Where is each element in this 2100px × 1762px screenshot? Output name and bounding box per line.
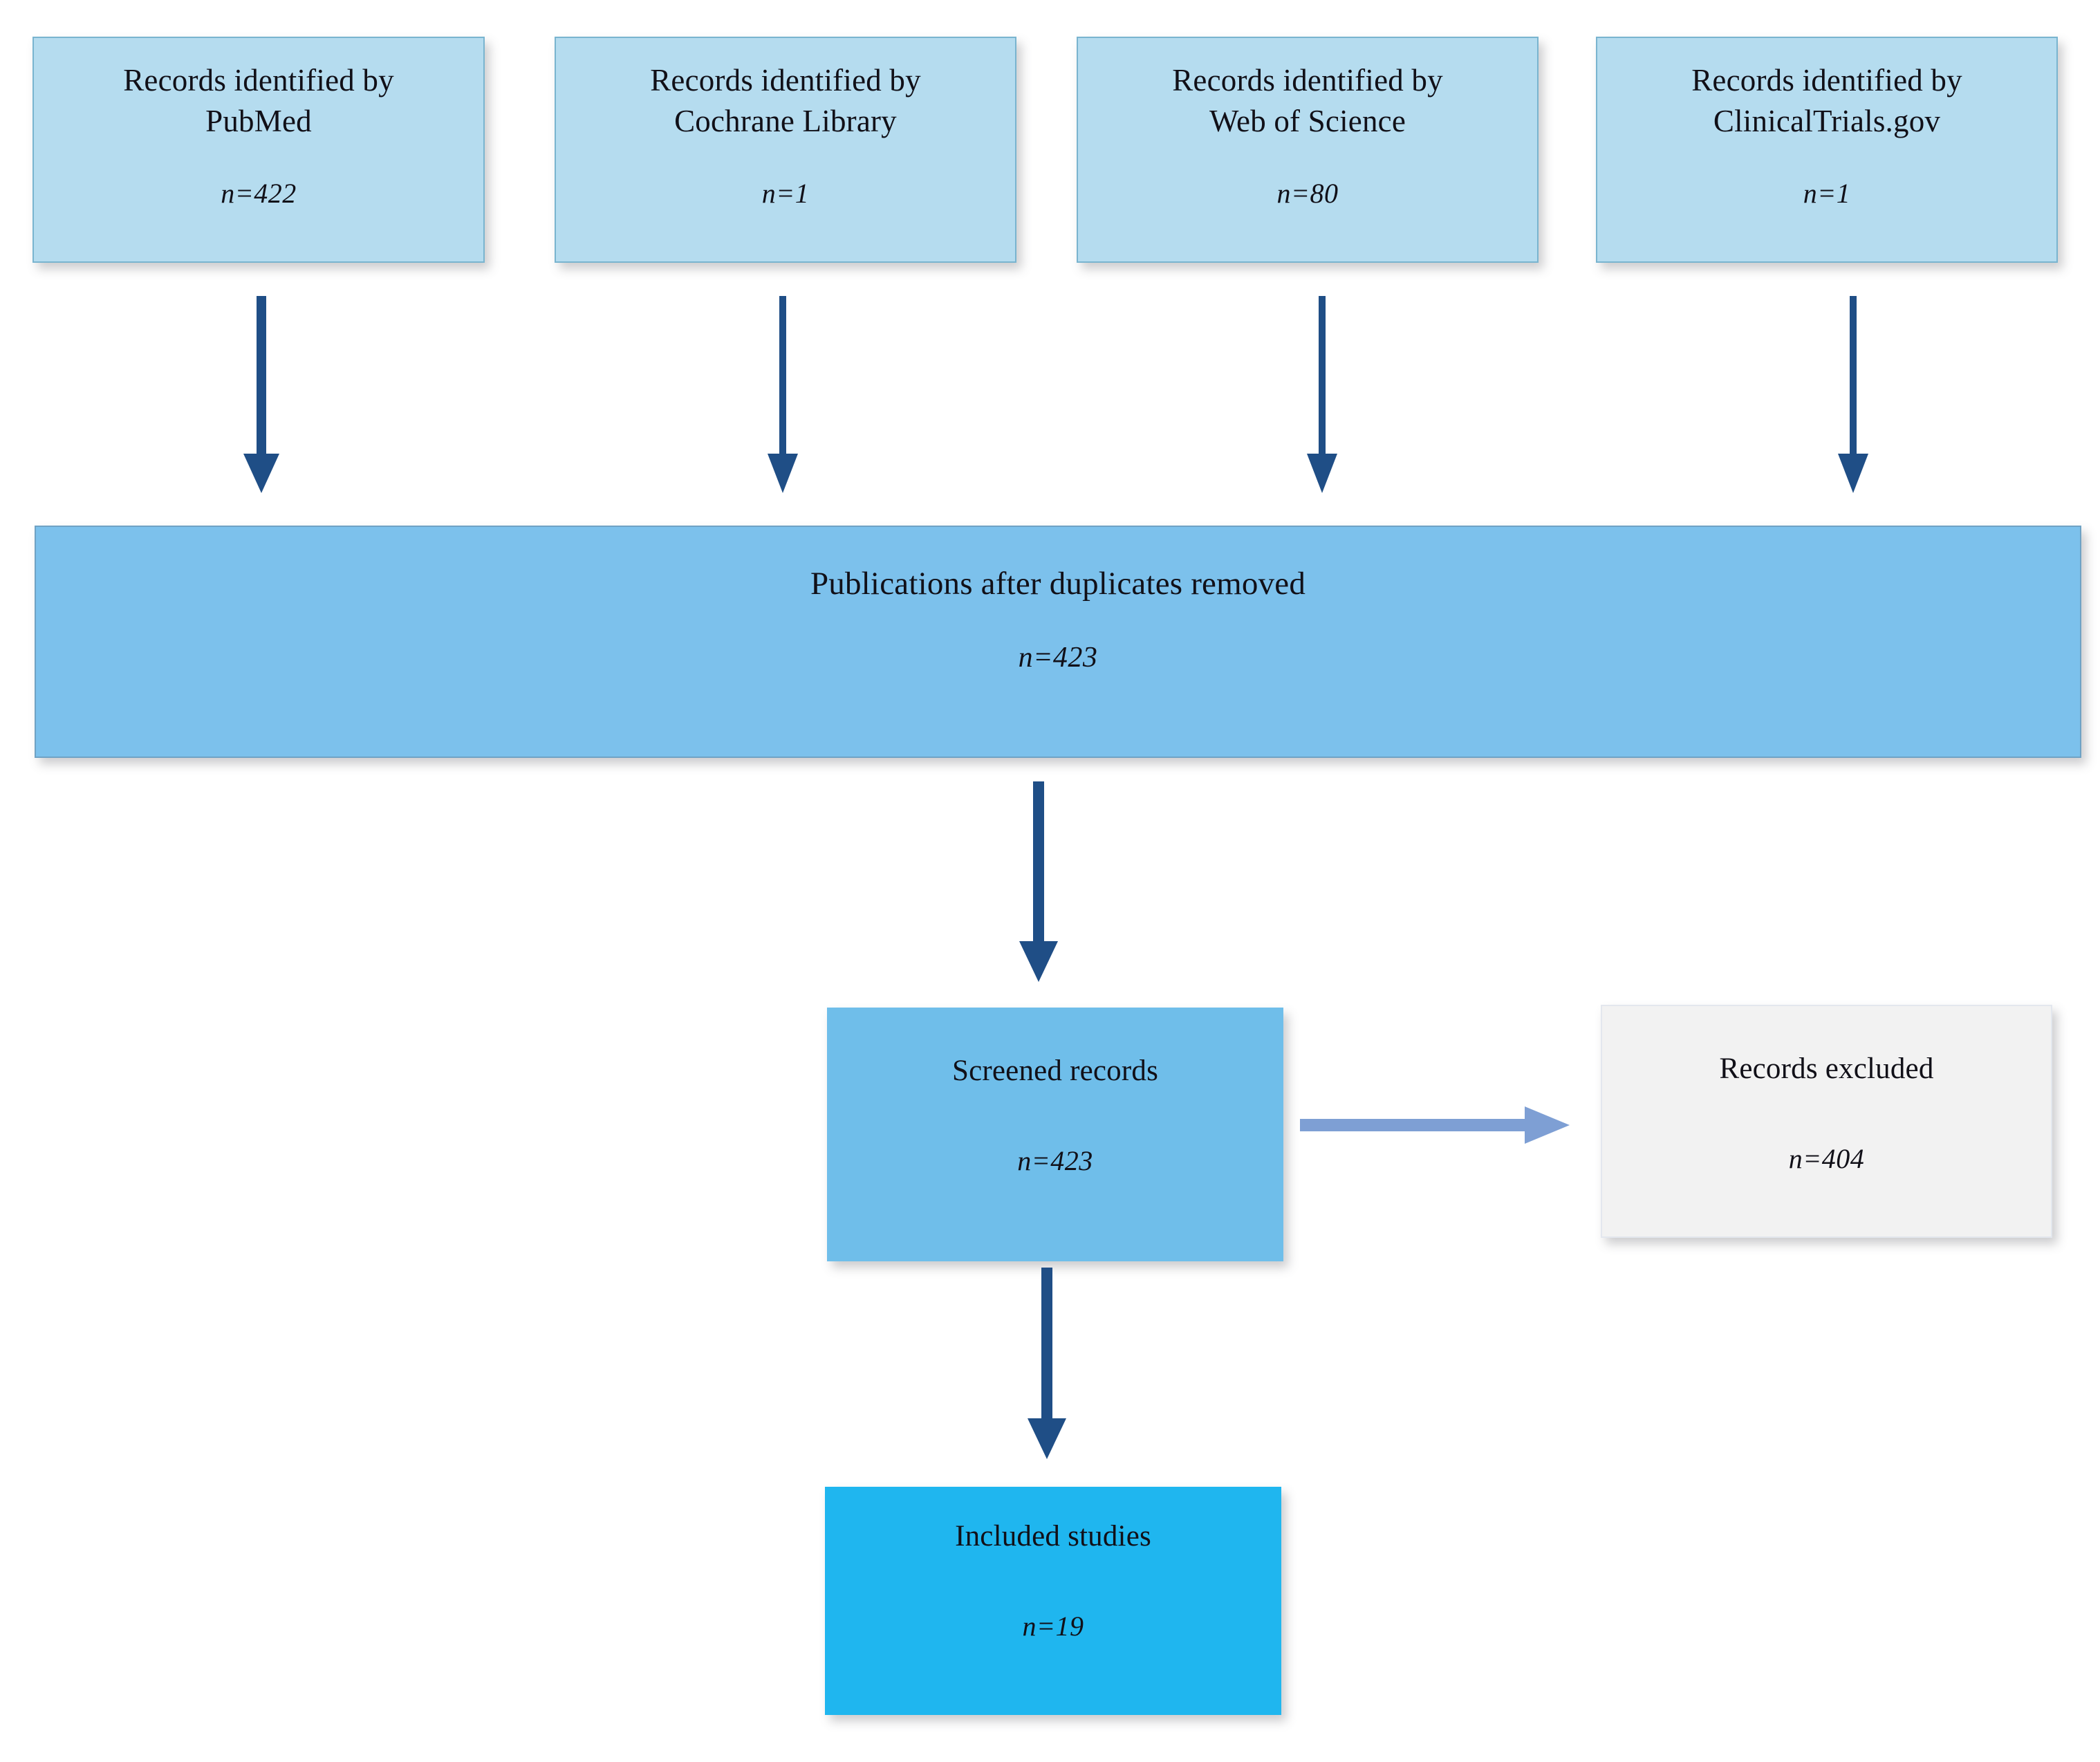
arrow-cochrane-to-duplicates: [762, 296, 803, 493]
records-excluded-box: Records excluded n=404: [1601, 1005, 2052, 1238]
source-box-count: n=1: [761, 178, 810, 209]
source-box-count: n=80: [1276, 178, 1339, 209]
screened-records-title: Screened records: [951, 1055, 1159, 1087]
source-box-count: n=422: [221, 178, 297, 209]
arrow-pubmed-to-duplicates: [241, 296, 282, 493]
duplicates-removed-count: n=423: [1018, 642, 1098, 674]
arrow-clinicaltrials-to-duplicates: [1832, 296, 1874, 493]
included-studies-box: Included studies n=19: [825, 1487, 1281, 1715]
source-box-title: Records identified by PubMed: [123, 63, 394, 138]
records-excluded-title: Records excluded: [1719, 1052, 1934, 1085]
arrow-duplicates-to-screened: [1016, 781, 1061, 982]
arrow-web-of-science-to-duplicates: [1301, 296, 1343, 493]
included-studies-count: n=19: [1022, 1610, 1084, 1642]
source-box-cochrane-library: Records identified by Cochrane Library n…: [555, 37, 1016, 263]
source-box-title: Records identified by ClinicalTrials.gov: [1691, 63, 1962, 138]
duplicates-removed-title: Publications after duplicates removed: [810, 566, 1306, 602]
source-box-web-of-science: Records identified by Web of Science n=8…: [1077, 37, 1539, 263]
source-box-count: n=1: [1803, 178, 1851, 209]
screened-records-count: n=423: [1017, 1144, 1093, 1176]
source-box-title: Records identified by Web of Science: [1172, 63, 1443, 138]
included-studies-title: Included studies: [955, 1520, 1151, 1552]
source-box-clinicaltrials-gov: Records identified by ClinicalTrials.gov…: [1596, 37, 2058, 263]
arrow-screened-to-included: [1025, 1268, 1069, 1459]
source-box-pubmed: Records identified by PubMed n=422: [32, 37, 485, 263]
duplicates-removed-bar: Publications after duplicates removed n=…: [35, 526, 2081, 758]
arrow-screened-to-excluded: [1300, 1100, 1570, 1149]
screened-records-box: Screened records n=423: [827, 1008, 1283, 1261]
source-box-title: Records identified by Cochrane Library: [650, 63, 921, 138]
records-excluded-count: n=404: [1788, 1142, 1865, 1174]
